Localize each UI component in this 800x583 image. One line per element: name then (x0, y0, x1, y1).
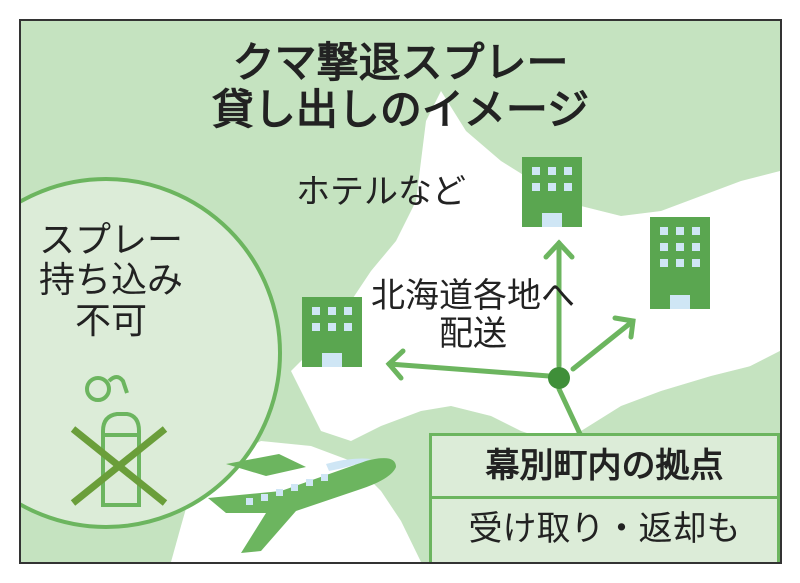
base-box-subtext: 受け取り・返却も (429, 496, 780, 562)
infographic-frame: クマ撃退スプレー 貸し出しのイメージ ホテルなど 北海道各地へ 配送 スプレー … (19, 19, 782, 564)
delivery-arrows (385, 239, 636, 439)
title-line-1: クマ撃退スプレー (232, 38, 569, 87)
delivery-label-line-1: 北海道各地へ (371, 276, 575, 316)
makubetsu-base-dot (548, 367, 570, 389)
hokkaido-land (291, 91, 780, 441)
hokkaido-map (21, 91, 780, 562)
delivery-label: 北海道各地へ 配送 (371, 277, 575, 353)
building-icon (302, 297, 362, 367)
no-spray-label: スプレー 持ち込み 不可 (39, 220, 184, 342)
title-line-2: 貸し出しのイメージ (211, 85, 590, 135)
airplane-icon (208, 454, 396, 553)
prohibited-cross-icon (70, 426, 168, 506)
no-spray-line-2: 持ち込み (39, 260, 184, 302)
delivery-label-line-2: 配送 (439, 314, 507, 355)
title: クマ撃退スプレー 貸し出しのイメージ (21, 39, 780, 133)
building-icon (650, 217, 710, 309)
base-box-heading: 幕別町内の拠点 (429, 433, 780, 499)
hotels-label: ホテルなど (296, 172, 466, 212)
no-spray-line-1: スプレー (39, 220, 184, 261)
building-icon (522, 157, 582, 227)
spray-can-icon (85, 375, 141, 507)
no-spray-line-3: 不可 (75, 300, 148, 342)
